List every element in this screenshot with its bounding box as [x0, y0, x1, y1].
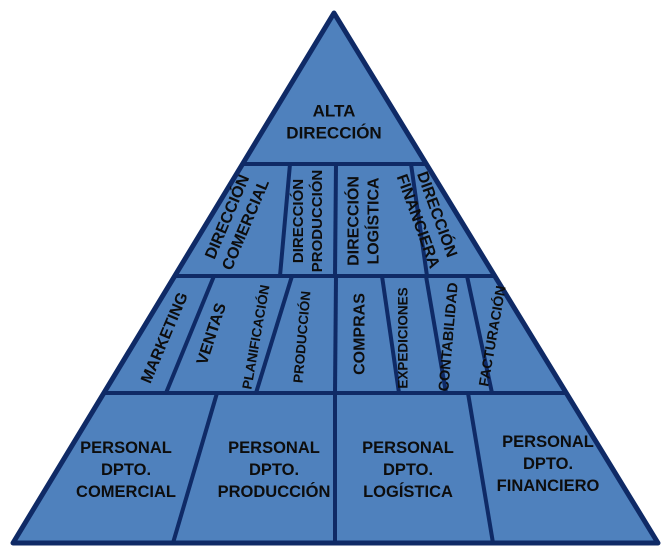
cell-label-line: DPTO. — [249, 461, 299, 479]
cell-personal-financiero: PERSONAL DPTO. FINANCIERO — [497, 433, 600, 495]
cell-divider — [424, 275, 448, 394]
cell-label-line: ALTA — [313, 102, 356, 121]
cell-divider — [409, 163, 429, 277]
cell-divider — [164, 275, 216, 394]
cell-expediciones: EXPEDICIONES — [396, 287, 411, 388]
cell-label-line: DPTO. — [383, 461, 433, 479]
cell-label-line: PERSONAL — [362, 439, 454, 457]
cell-label-line: LOGÍSTICA — [364, 177, 383, 265]
cell-label-line: EXPEDICIONES — [396, 287, 411, 388]
cell-label-line: PRODUCCIÓN — [218, 482, 331, 501]
cell-label-line: PERSONAL — [502, 433, 594, 451]
cell-label-line: DIRECCIÓN — [344, 176, 363, 266]
cell-label-line: COMPRAS — [352, 293, 369, 375]
cell-label-line: DIRECCIÓN — [286, 124, 381, 143]
cell-label-line: COMERCIAL — [76, 483, 176, 501]
cell-personal-comercial: PERSONAL DPTO. COMERCIAL — [76, 439, 176, 501]
cell-divider — [380, 275, 401, 394]
cell-divider — [333, 163, 338, 277]
cell-label-line: PERSONAL — [228, 439, 320, 457]
cell-personal-logistica: PERSONAL DPTO. LOGÍSTICA — [362, 439, 454, 501]
cell-label-line: FINANCIERO — [497, 477, 600, 495]
cell-label-line: DIRECCIÓN — [289, 179, 307, 263]
cell-divider — [465, 275, 494, 394]
cell-label-line: DPTO. — [523, 455, 573, 473]
cell-label-line: PRODUCCIÓN — [308, 170, 326, 273]
cell-divider — [333, 275, 338, 394]
cell-divider — [278, 163, 292, 277]
cell-divider — [466, 392, 495, 544]
cell-label-line: DPTO. — [101, 461, 151, 479]
cell-label-line: LOGÍSTICA — [363, 482, 453, 501]
cell-alta-direccion: ALTA DIRECCIÓN — [286, 102, 381, 143]
cell-label-line: PERSONAL — [80, 439, 172, 457]
cell-compras: COMPRAS — [352, 293, 369, 375]
cell-divider — [254, 275, 294, 394]
cell-divider — [171, 392, 219, 544]
cell-personal-produccion: PERSONAL DPTO. PRODUCCIÓN — [218, 439, 331, 501]
